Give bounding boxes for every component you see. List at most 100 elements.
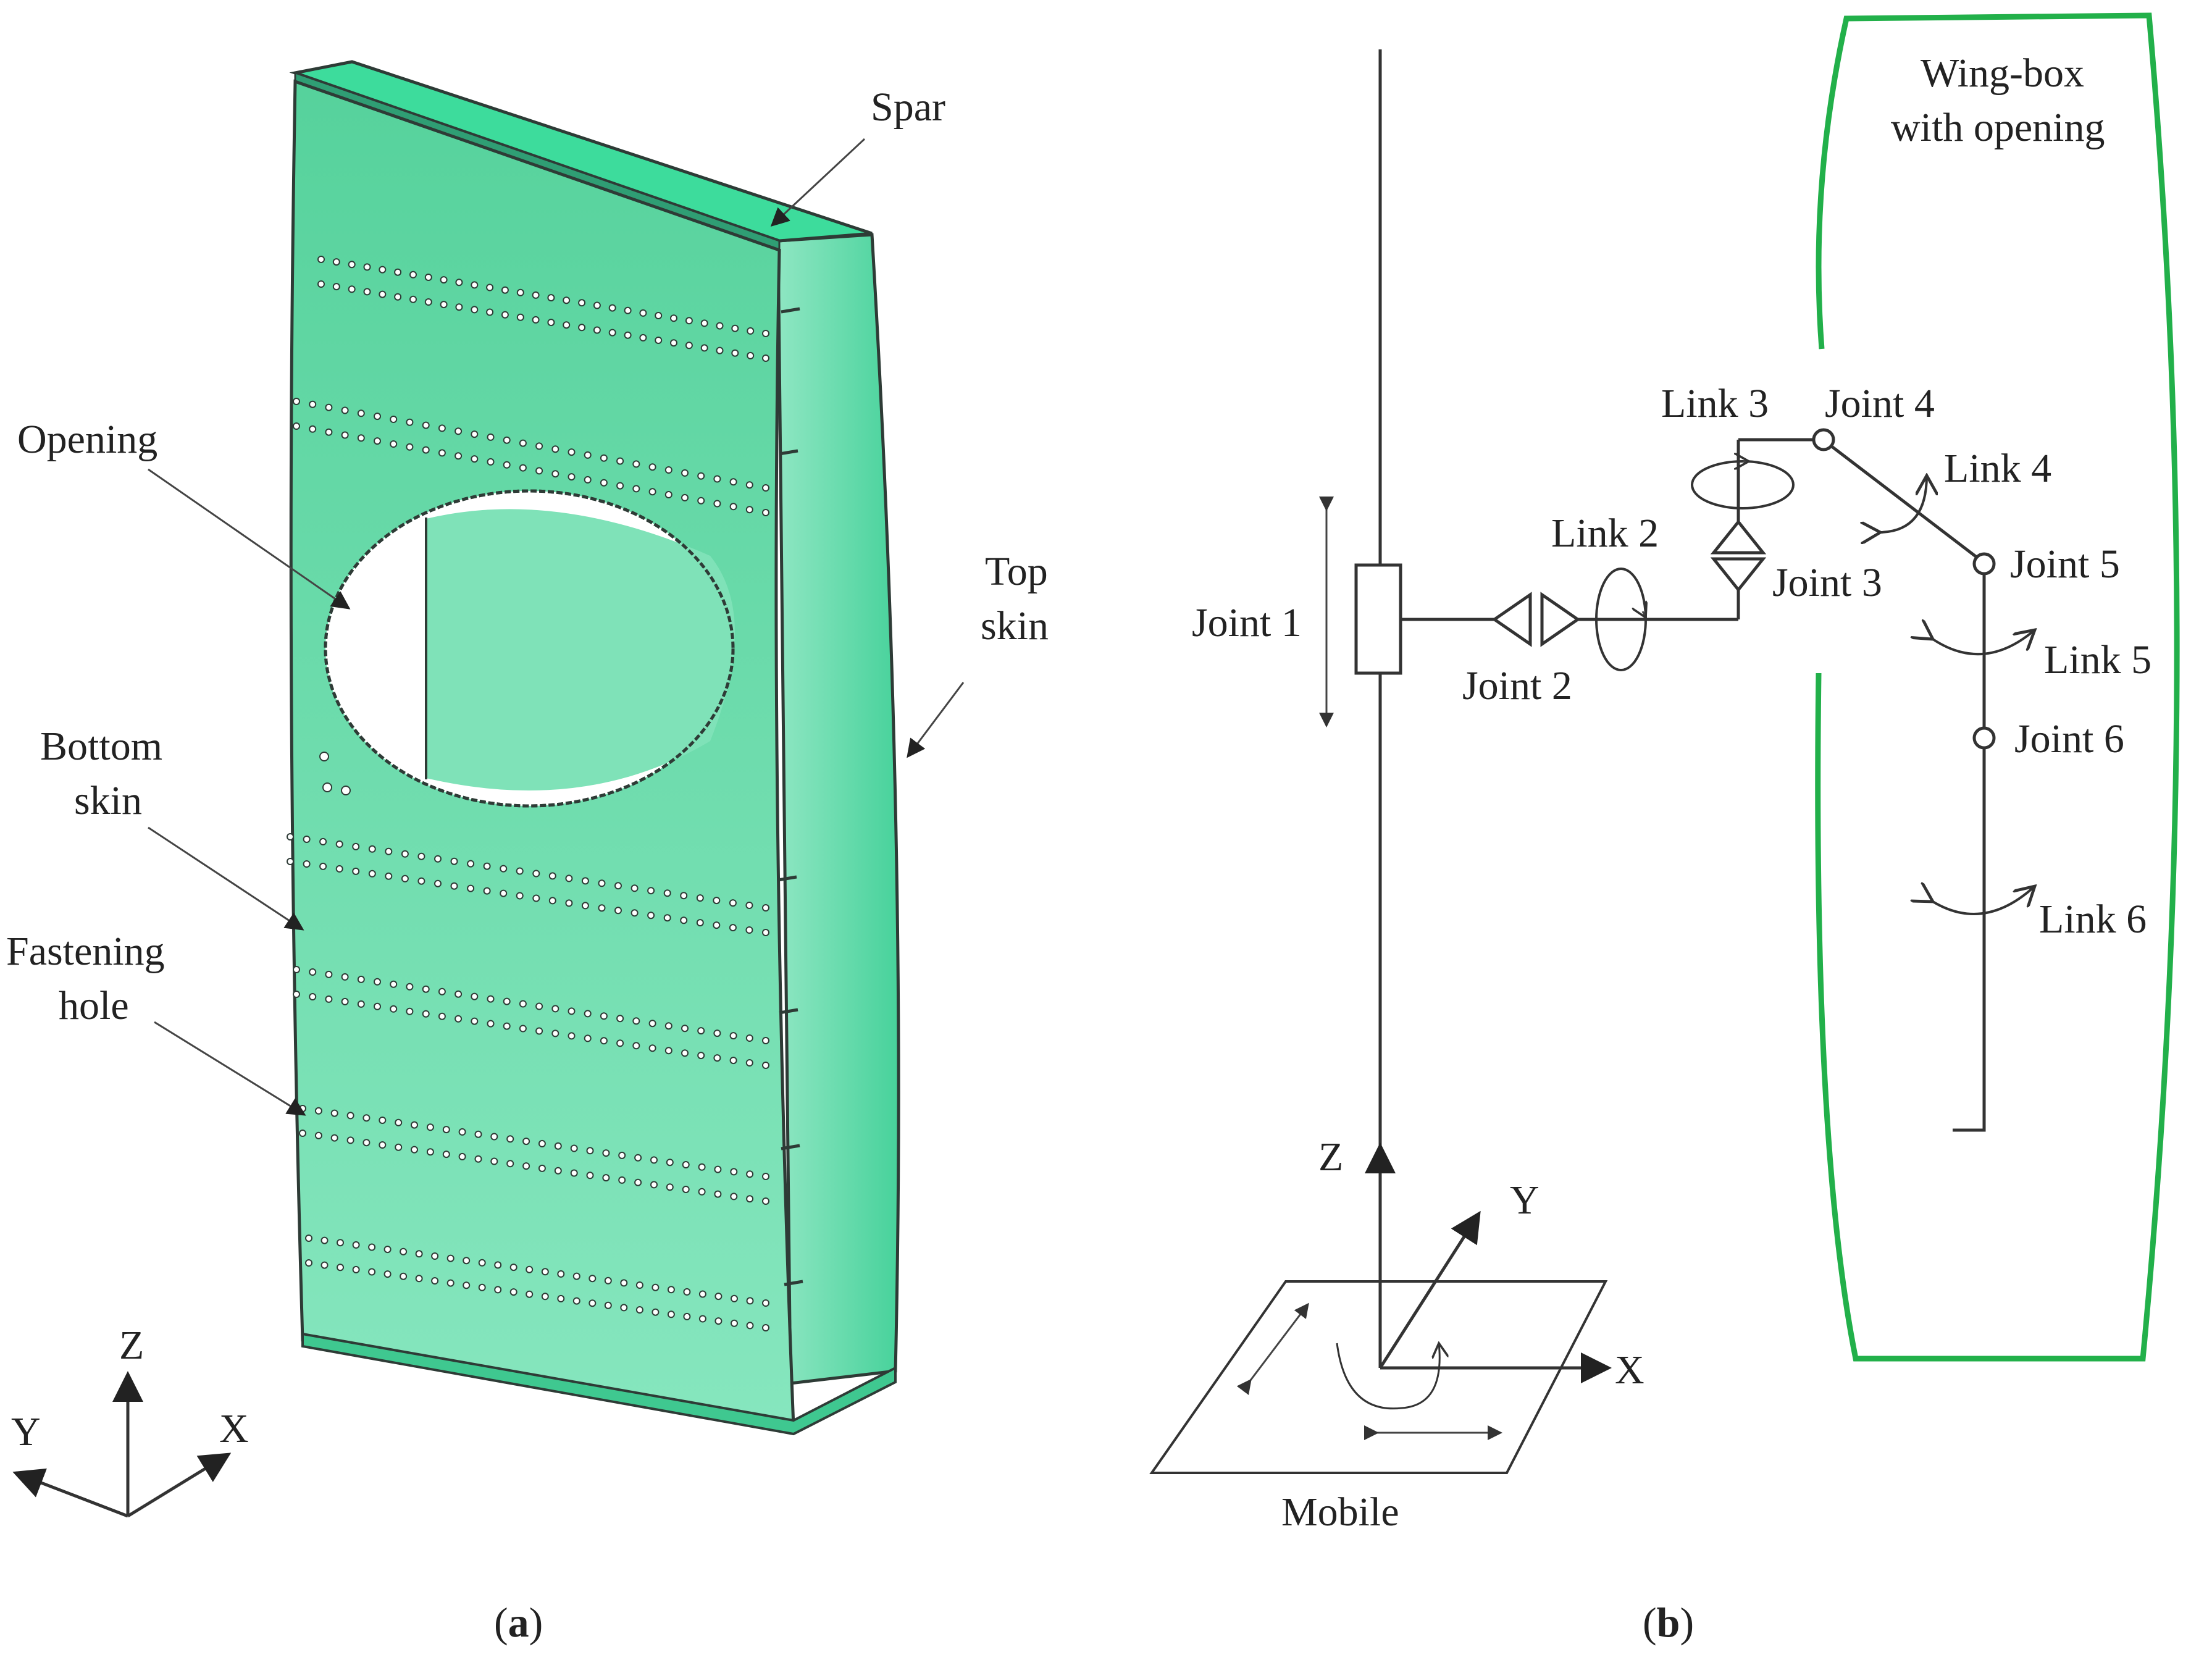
fastening-hole [535,442,543,450]
fastening-hole [463,1281,471,1289]
fastening-hole [305,1235,312,1242]
fastening-hole [471,992,479,1000]
fastening-hole [634,1178,642,1186]
fastening-hole [487,458,495,466]
fastening-hole [330,1134,338,1142]
fastening-hole [431,1252,439,1260]
fastening-hole [471,455,479,463]
label-top-skin-line2: skin [981,603,1049,648]
fastening-hole [471,1017,479,1025]
fastening-hole [516,288,524,296]
axis-y-label-b: Y [1510,1178,1540,1223]
fastening-hole [287,833,294,840]
fastening-hole [431,1277,439,1285]
fastening-hole [608,304,616,312]
fastening-hole [548,872,556,880]
fastening-hole [422,421,430,429]
fastening-hole [714,1293,723,1301]
fastening-hole [762,1037,769,1044]
fastening-hole [745,902,753,909]
fastening-hole [650,1156,658,1164]
fastening-hole [519,439,527,447]
fastening-hole [471,430,479,438]
fastening-hole [632,460,640,468]
fastening-hole [303,860,311,868]
wing-side-face [776,233,900,1385]
fastening-hole [551,470,559,478]
fastening-hole [618,1151,626,1159]
fastening-hole [745,506,753,514]
fastening-hole [322,782,332,792]
fastening-hole [422,1010,430,1018]
fastening-hole [325,995,333,1003]
fastening-hole [651,1308,660,1316]
fastening-hole [390,1005,398,1013]
fastening-hole [532,316,540,324]
fastening-hole [325,428,333,436]
label-link4: Link 4 [1944,446,2051,491]
fastening-hole [745,1059,753,1067]
fastening-hole [474,1130,482,1138]
fastening-hole [509,1288,517,1296]
fastening-hole [532,894,540,902]
fastening-hole [554,1167,562,1175]
fastening-hole [415,1250,423,1258]
fastening-hole [598,879,606,887]
fastening-hole [501,286,509,294]
fastening-hole [522,1162,530,1170]
fastening-hole [648,488,656,496]
fastening-hole [400,1247,408,1255]
fastening-hole [581,877,589,885]
fastening-hole [374,413,381,421]
fastening-hole [394,293,402,301]
fastening-hole [747,351,755,359]
fastening-hole [440,301,448,309]
fastening-hole [762,1324,769,1331]
fastening-hole [547,294,555,302]
fastening-hole [664,466,672,474]
joint3-lower-triangle [1710,557,1767,593]
axis-z-label-b: Z [1318,1134,1343,1180]
fastening-hole [551,1005,559,1013]
fastening-hole [584,476,592,484]
fastening-hole [337,1264,344,1272]
fastening-hole [487,1020,495,1028]
fastening-hole [635,1281,643,1289]
link5-rotation-arc [1933,630,2035,656]
fastening-hole [494,1261,502,1269]
fastening-hole [572,1272,580,1280]
fastening-hole [458,1152,466,1160]
fastening-hole [406,983,414,991]
fastening-hole [506,1160,514,1168]
fastening-hole [600,1012,608,1020]
fastening-hole [335,865,343,873]
fastening-hole [624,306,632,314]
joint4-revolute [1812,428,1835,451]
fastening-hole [341,997,349,1005]
fastening-hole [314,1131,322,1139]
fastening-hole [374,437,381,445]
label-wingbox-line2: with opening [1891,105,2105,150]
mobile-platform [1149,1280,1608,1474]
fastening-hole [584,451,592,459]
axis-y-label-a: Y [11,1409,41,1454]
fastening-hole [424,298,432,306]
label-opening: Opening [17,417,157,462]
fastening-hole [729,478,737,486]
fastening-hole [762,1299,769,1307]
fastening-hole [747,327,755,335]
fastening-hole [483,887,491,895]
caption-b-letter: b [1657,1599,1680,1646]
fastening-hole [700,344,708,352]
axis-x-label-b: X [1615,1348,1644,1393]
fastening-hole [584,1010,592,1018]
fastening-hole [731,324,739,332]
fastening-hole [647,887,655,895]
fastening-hole [341,786,351,795]
fastening-hole [490,1133,498,1141]
fastening-hole [762,484,769,492]
fastening-hole [538,1164,546,1172]
fastening-hole [663,914,671,922]
fastening-hole [685,317,693,325]
